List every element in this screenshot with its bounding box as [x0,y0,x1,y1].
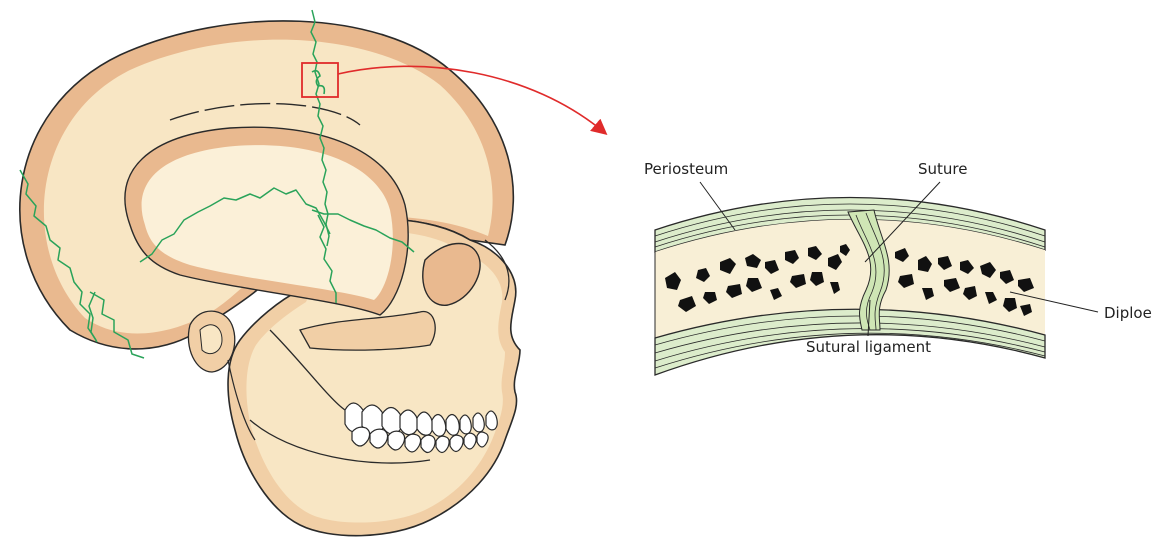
label-periosteum: Periosteum [644,160,728,178]
label-sutural-ligament: Sutural ligament [806,338,931,356]
skull-lateral-view [20,10,520,536]
label-suture: Suture [918,160,967,178]
label-diploe: Diploe [1104,304,1152,322]
